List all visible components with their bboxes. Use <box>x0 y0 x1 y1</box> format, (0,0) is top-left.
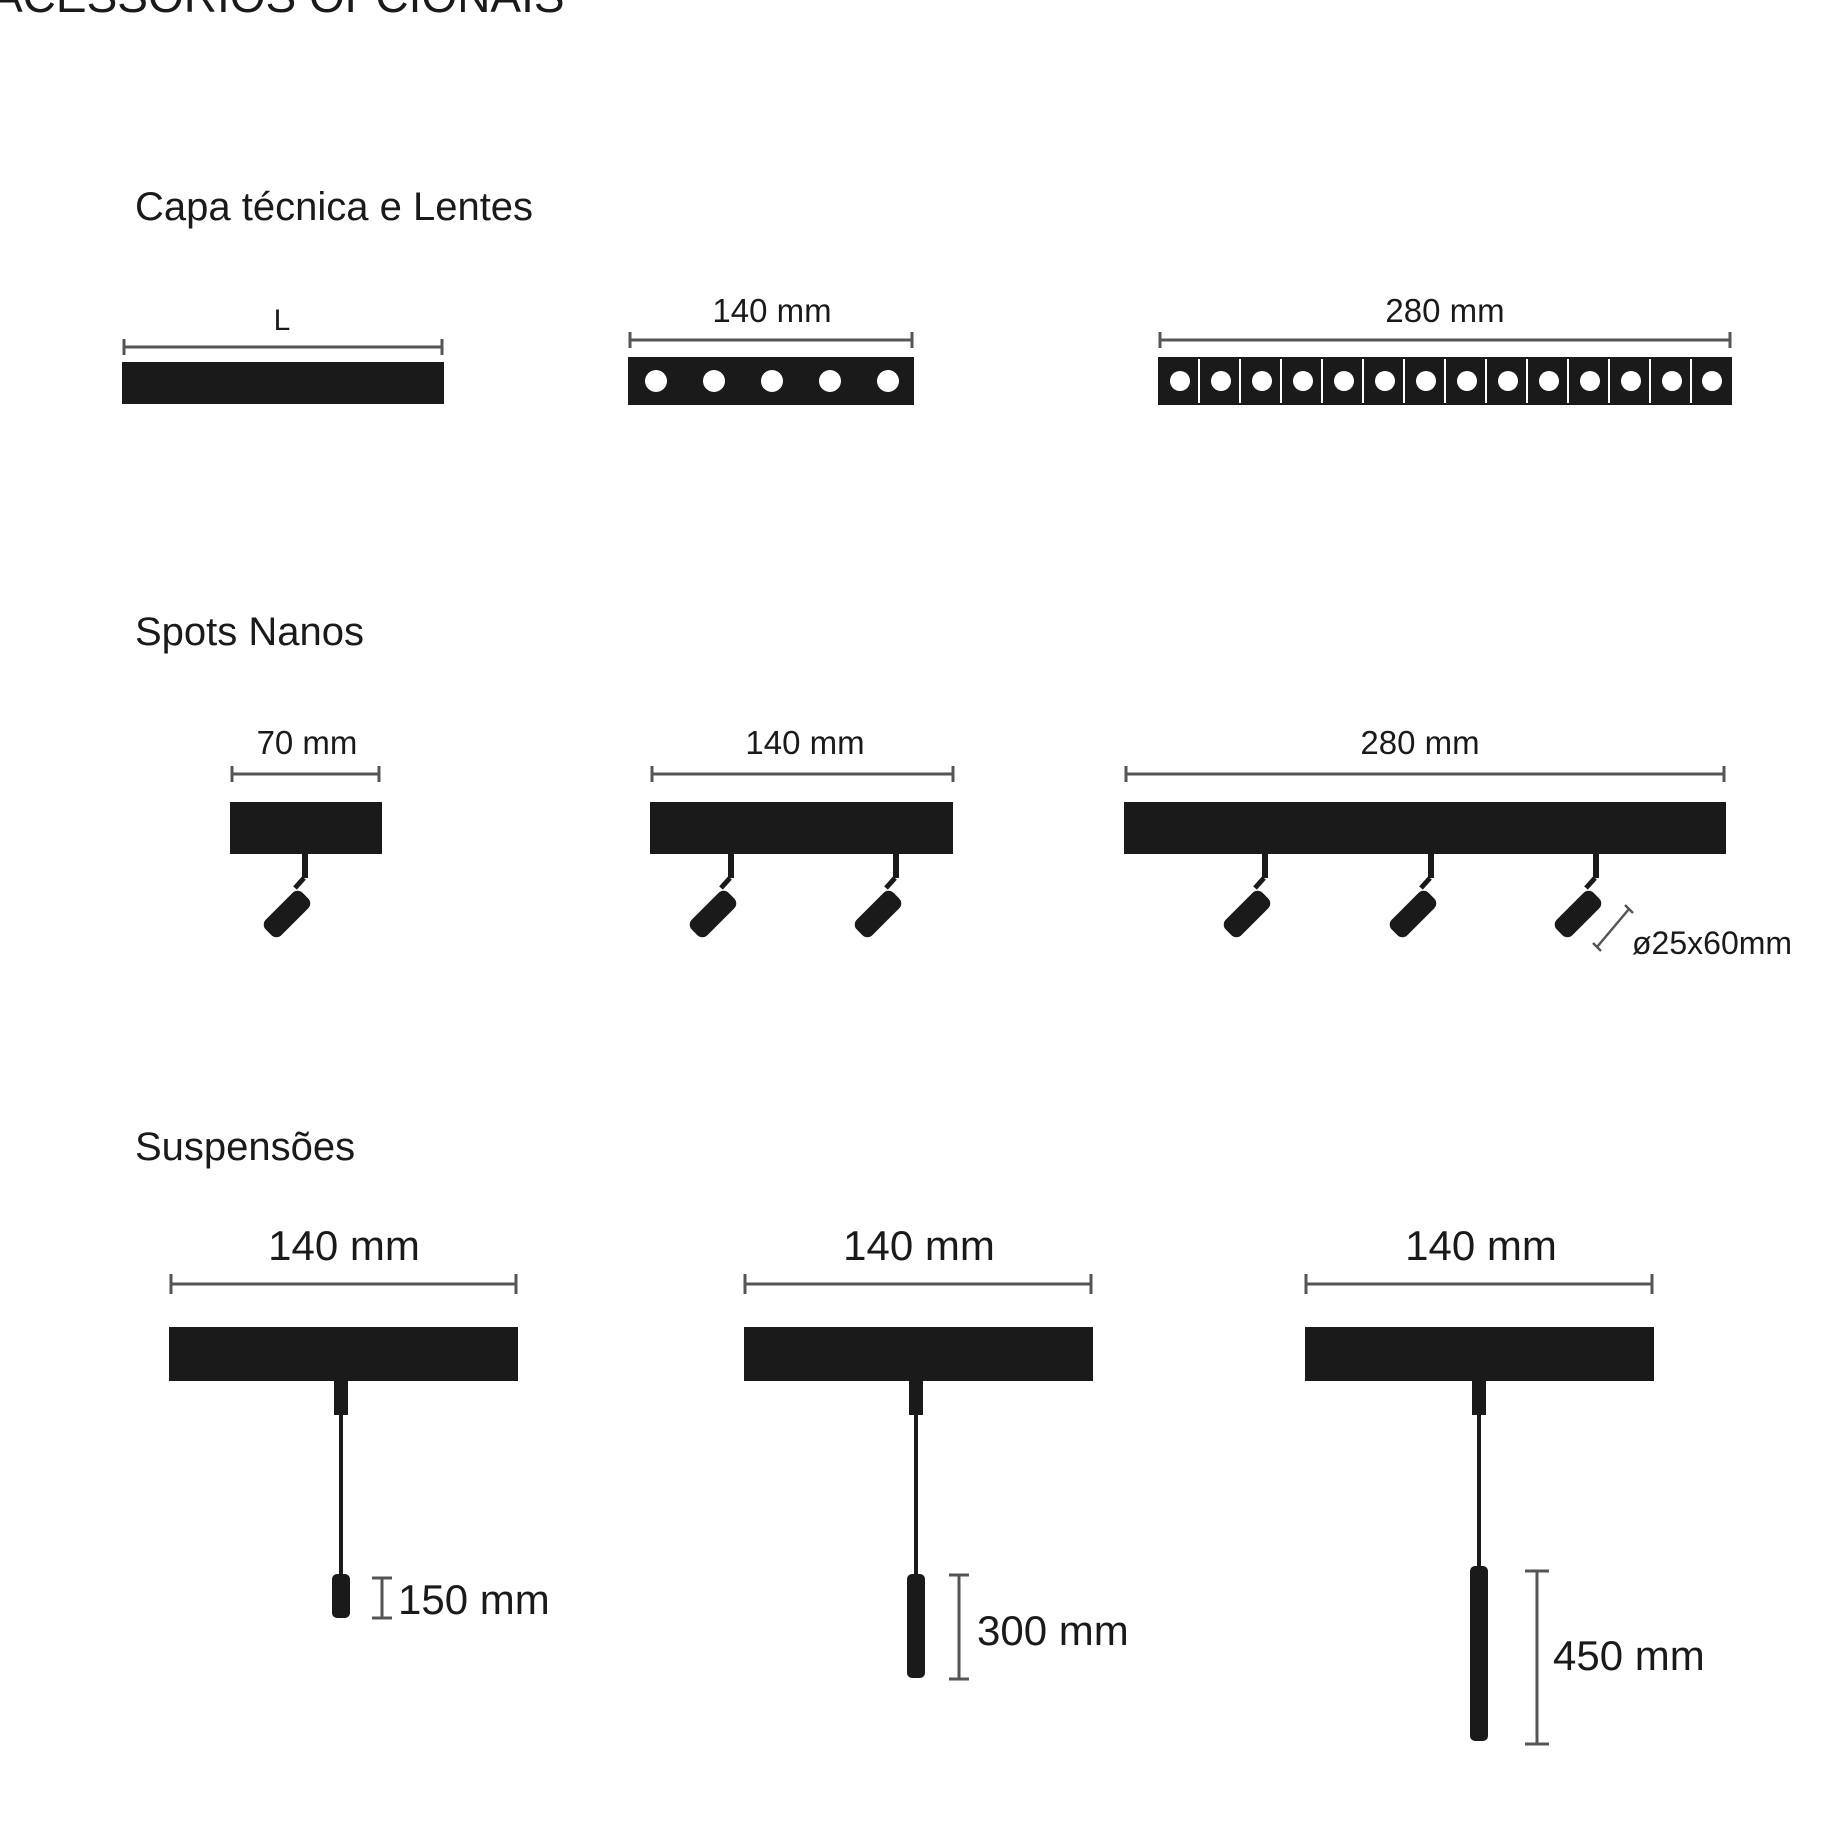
capa-item-280: 280 mm <box>1158 292 1732 405</box>
lens-dot <box>1539 371 1559 391</box>
suspension-item-150: 140 mm 150 mm <box>169 1222 550 1623</box>
lens-dot <box>1211 371 1231 391</box>
dimension-label: 140 mm <box>745 724 864 761</box>
spot-light-icon <box>1552 854 1604 940</box>
lens-dot <box>1662 371 1682 391</box>
lens-dot <box>1416 371 1436 391</box>
section-heading-suspensoes: Suspensões <box>135 1125 355 1169</box>
lens-dots <box>645 370 899 392</box>
dimension-line <box>1304 1274 1654 1294</box>
spots-item-70: 70 mm <box>230 724 382 940</box>
dimension-label: 140 mm <box>712 292 831 329</box>
pendant-length-label: 450 mm <box>1553 1632 1705 1679</box>
lens-dot <box>1334 371 1354 391</box>
lens-dot <box>877 370 899 392</box>
pendant-length-label: 150 mm <box>398 1576 550 1623</box>
spot-light-icon <box>687 854 739 940</box>
capa-item-l: L <box>122 304 444 404</box>
dimension-line <box>122 339 444 355</box>
dimension-line <box>650 766 955 782</box>
lens-dot <box>645 370 667 392</box>
dimension-label: 140 mm <box>268 1222 420 1269</box>
lens-dot <box>1498 371 1518 391</box>
dimension-line <box>628 332 914 348</box>
suspension-item-300: 140 mm 300 mm <box>743 1222 1129 1681</box>
dimension-label: 140 mm <box>1405 1222 1557 1269</box>
page-title: ACESSÓRIOS OPCIONAIS <box>0 0 565 22</box>
track-bar <box>1305 1327 1654 1381</box>
lens-grid <box>1198 359 1692 403</box>
dimension-label: 280 mm <box>1360 724 1479 761</box>
pendant-light <box>1470 1566 1488 1741</box>
spot-light-icon <box>852 854 904 940</box>
lens-dot <box>1621 371 1641 391</box>
dimension-label: 280 mm <box>1385 292 1504 329</box>
pendant-dimension-line <box>949 1573 969 1681</box>
lens-dot <box>819 370 841 392</box>
lens-dot <box>1252 371 1272 391</box>
track-bar <box>1124 802 1726 854</box>
spot-light-icon <box>261 854 313 940</box>
track-bar <box>169 1327 518 1381</box>
lens-dots <box>1170 371 1722 391</box>
dimension-line <box>1158 332 1732 348</box>
pendant-dimension-line <box>372 1576 392 1620</box>
dimension-label: 70 mm <box>257 724 358 761</box>
lens-dot <box>1702 371 1722 391</box>
spot-size-dimension <box>1592 904 1634 952</box>
pendant-light <box>332 1574 350 1618</box>
dimension-line <box>743 1274 1093 1294</box>
spot-light-icon <box>1387 854 1439 940</box>
lens-dot <box>1293 371 1313 391</box>
spots-item-280: 280 mm ø25x60mm <box>1124 724 1792 961</box>
lens-dot <box>1375 371 1395 391</box>
section-heading-capa: Capa técnica e Lentes <box>135 185 533 229</box>
spot-size-label: ø25x60mm <box>1632 925 1792 961</box>
spots-item-140: 140 mm <box>650 724 955 940</box>
suspension-item-450: 140 mm 450 mm <box>1304 1222 1705 1746</box>
dimension-line <box>1124 766 1726 782</box>
track-bar <box>650 802 953 854</box>
pendant-length-label: 300 mm <box>977 1607 1129 1654</box>
cable-connector <box>909 1381 923 1415</box>
dimension-line <box>230 766 381 782</box>
dimension-label: 140 mm <box>843 1222 995 1269</box>
track-bar <box>230 802 382 854</box>
section-heading-spots: Spots Nanos <box>135 610 364 654</box>
lens-dot <box>1170 371 1190 391</box>
lens-dot <box>703 370 725 392</box>
pendant-dimension-line <box>1525 1569 1549 1746</box>
pendant-light <box>907 1574 925 1678</box>
track-bar <box>744 1327 1093 1381</box>
lens-dot <box>1457 371 1477 391</box>
spot-light-icon <box>1221 854 1273 940</box>
capa-item-140: 140 mm <box>628 292 914 405</box>
dimension-label: L <box>274 304 291 337</box>
cable-connector <box>1472 1381 1486 1415</box>
technical-cover-bar <box>122 362 444 404</box>
lens-dot <box>1580 371 1600 391</box>
dimension-line <box>169 1274 518 1294</box>
cable-connector <box>334 1381 348 1415</box>
lens-dot <box>761 370 783 392</box>
